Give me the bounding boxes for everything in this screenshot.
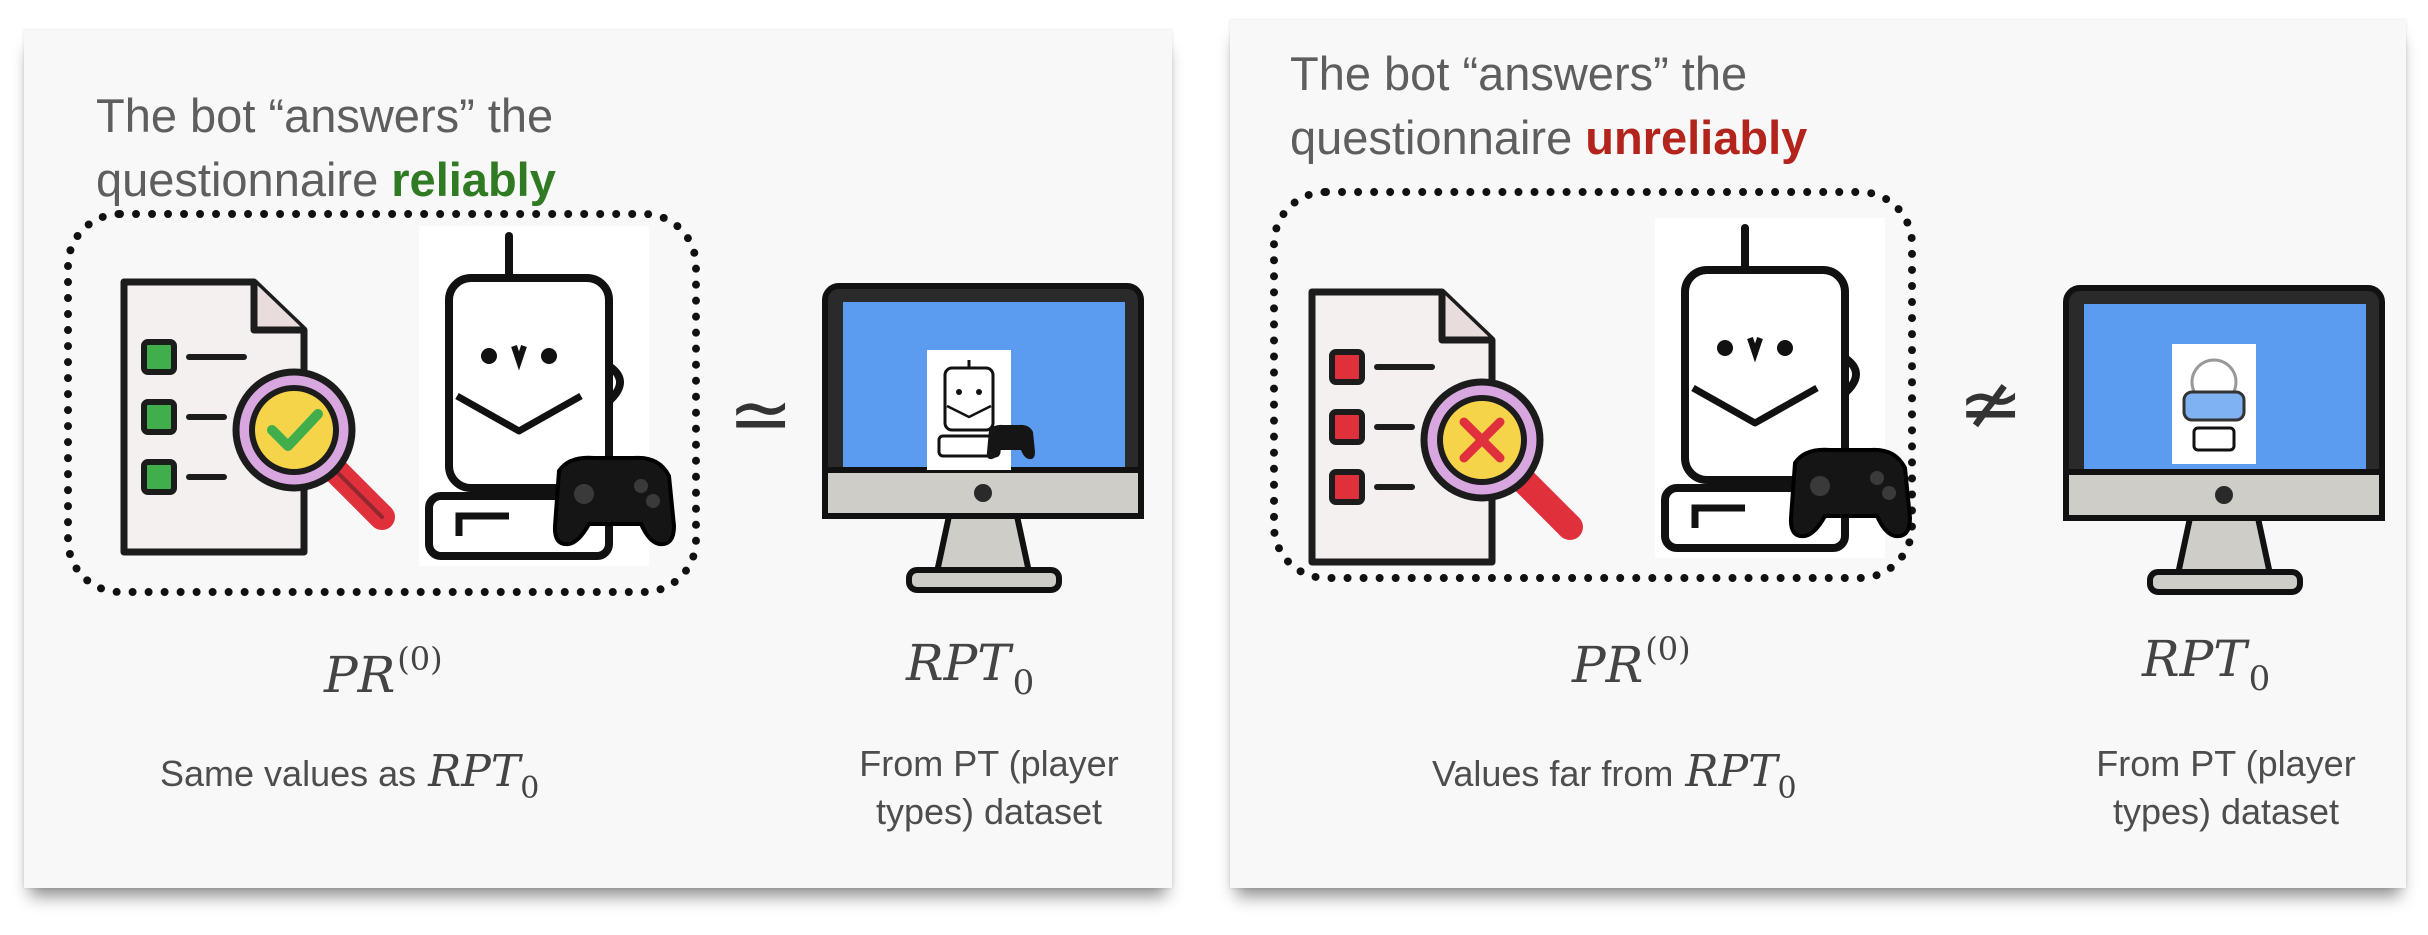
caption-pt-line-1: From PT (player: [859, 743, 1119, 784]
pr0-label: PR(0): [1572, 630, 1691, 694]
caption-pt-line-2: types) dataset: [875, 791, 1103, 832]
panel-reliable: The bot “answers” the questionnaire reli…: [24, 30, 1172, 888]
caption-math-base: RPT: [1685, 746, 1778, 797]
caption-pt-dataset: From PT (player types) dataset: [824, 740, 1154, 836]
caption-math: RPT0: [428, 746, 539, 807]
caption-pt-line-2: types) dataset: [2112, 791, 2340, 832]
caption-pt-dataset: From PT (player types) dataset: [2056, 740, 2396, 836]
headline-unreliable: The bot “answers” the questionnaire unre…: [1290, 42, 1807, 170]
approx-equal-symbol: ≃: [728, 370, 794, 460]
caption-text: Same values as: [160, 753, 417, 794]
pr-base: PR: [324, 646, 396, 704]
caption-values-far: Values far from RPT0: [1432, 748, 1797, 813]
robot-gamer-icon: [1655, 218, 1913, 558]
bot-questionnaire-group: [64, 210, 700, 596]
rpt-subscript: 0: [1012, 663, 1035, 703]
caption-math-sub: 0: [520, 771, 540, 806]
headline-line-1: The bot “answers” the: [1290, 47, 1748, 100]
headline-prefix: questionnaire: [1290, 111, 1586, 164]
caption-math-base: RPT: [428, 746, 521, 797]
rpt-base: RPT: [906, 634, 1011, 692]
headline-line-1: The bot “answers” the: [96, 89, 554, 142]
panel-unreliable: The bot “answers” the questionnaire unre…: [1230, 20, 2406, 888]
robot-gamer-icon: [419, 226, 677, 566]
headline-keyword-unreliably: unreliably: [1585, 111, 1808, 164]
caption-math: RPT0: [1685, 746, 1796, 807]
caption-text: Values far from: [1432, 753, 1674, 794]
headline-line-2: questionnaire reliably: [96, 148, 556, 212]
pr0-label: PR(0): [324, 640, 443, 704]
headline-reliable: The bot “answers” the questionnaire reli…: [96, 84, 556, 212]
caption-pt-line-1: From PT (player: [2096, 743, 2356, 784]
rpt0-label: RPT0: [2142, 630, 2270, 699]
questionnaire-check-icon: [120, 278, 395, 556]
rpt0-label: RPT0: [906, 634, 1034, 703]
rpt-base: RPT: [2142, 630, 2247, 688]
not-approx-equal-symbol: ≄: [1958, 360, 2024, 450]
headline-line-2: questionnaire unreliably: [1290, 106, 1807, 170]
caption-same-values: Same values as RPT0: [160, 748, 539, 813]
headline-keyword-reliably: reliably: [391, 153, 556, 206]
questionnaire-cross-icon: [1308, 288, 1583, 566]
monitor-icon: [2063, 285, 2385, 595]
bot-questionnaire-group: [1270, 188, 1916, 582]
headline-prefix: questionnaire: [96, 153, 392, 206]
rpt-subscript: 0: [2248, 659, 2271, 699]
pr-base: PR: [1572, 636, 1644, 694]
pr-superscript: (0): [1645, 630, 1691, 668]
monitor-icon: [822, 283, 1144, 593]
caption-math-sub: 0: [1777, 771, 1797, 806]
pr-superscript: (0): [397, 640, 443, 678]
